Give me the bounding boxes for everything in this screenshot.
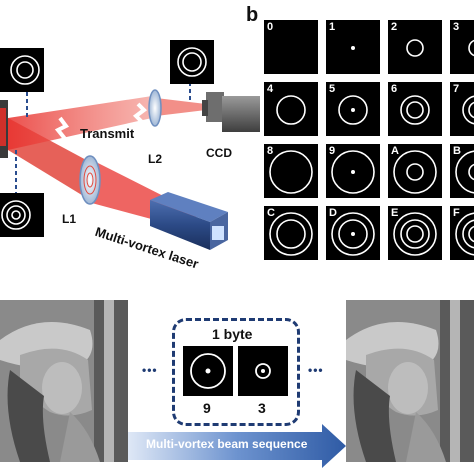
- vortex-ring: [393, 212, 437, 256]
- byte-mode-low: [238, 346, 288, 396]
- mode-tile-8: 8: [264, 144, 318, 198]
- vortex-ring: [276, 95, 306, 125]
- vortex-ring: [331, 212, 375, 256]
- vortex-ring: [338, 219, 368, 249]
- lens-l2: [148, 89, 162, 127]
- sequence-arrow: [128, 424, 346, 468]
- vortex-ring: [462, 95, 474, 125]
- vortex-center-dot: [351, 170, 355, 174]
- vortex-ring: [406, 163, 424, 181]
- vortex-ring: [406, 39, 424, 57]
- mode-code-label: C: [267, 207, 275, 219]
- ellipsis-right: •••: [308, 363, 324, 377]
- mode-tile-B: B: [450, 144, 474, 198]
- mode-code-label: 8: [267, 145, 274, 157]
- mode-tile-F: F: [450, 206, 474, 260]
- vortex-ring: [468, 101, 474, 119]
- byte-mode-high: [183, 346, 233, 396]
- received-image: [346, 300, 474, 462]
- vortex-ring: [468, 225, 474, 243]
- mode-code-label: 1: [329, 21, 336, 33]
- mode-code-label: 7: [453, 83, 460, 95]
- laser-beam-ccd: [156, 98, 206, 116]
- byte-title: 1 byte: [212, 326, 253, 342]
- ccd-label: CCD: [206, 146, 232, 160]
- mode-tile-A: A: [388, 144, 442, 198]
- vortex-ring: [406, 225, 424, 243]
- mode-tile-E: E: [388, 206, 442, 260]
- byte-box: [172, 318, 300, 426]
- lens-l1-label: L1: [62, 212, 77, 226]
- optical-setup-diagram: [0, 82, 260, 250]
- mode-code-label: B: [453, 145, 461, 157]
- vortex-ring: [331, 150, 375, 194]
- vortex-center-dot: [351, 108, 355, 112]
- vortex-ring: [455, 150, 474, 194]
- lens-l1: [79, 155, 101, 205]
- mode-code-label: A: [391, 145, 399, 157]
- mode-code-label: 5: [329, 83, 336, 95]
- vortex-ring: [338, 95, 368, 125]
- vortex-ring: [462, 219, 474, 249]
- mode-tile-D: D: [326, 206, 380, 260]
- vortex-ring: [455, 212, 474, 256]
- byte-digit-high: 9: [203, 400, 211, 416]
- inset-mode-ccd: [170, 40, 214, 84]
- byte-digit-low: 3: [258, 400, 266, 416]
- original-image: [0, 300, 128, 462]
- vortex-ring: [468, 163, 474, 181]
- multi-vortex-laser-body: [150, 192, 228, 250]
- mode-code-label: 3: [453, 21, 460, 33]
- vortex-ring: [406, 101, 424, 119]
- vortex-ring: [468, 39, 474, 57]
- mode-tile-1: 1: [326, 20, 380, 74]
- mode-tile-7: 7: [450, 82, 474, 136]
- mode-tile-6: 6: [388, 82, 442, 136]
- vortex-center-dot: [351, 232, 355, 236]
- laser-beam-transmit: [8, 96, 152, 150]
- vortex-ring: [400, 95, 430, 125]
- mode-code-label: 2: [391, 21, 398, 33]
- mode-tile-0: 0: [264, 20, 318, 74]
- vortex-ring: [276, 219, 306, 249]
- mode-code-label: 4: [267, 83, 274, 95]
- transmit-break-symbol: [54, 116, 70, 142]
- sequence-arrow-label: Multi-vortex beam sequence: [146, 437, 308, 451]
- mode-tile-9: 9: [326, 144, 380, 198]
- inset-mode-top-left: [0, 48, 44, 92]
- mode-code-label: D: [329, 207, 337, 219]
- mode-tile-C: C: [264, 206, 318, 260]
- panel-b-label: b: [246, 4, 259, 26]
- mode-code-label: 9: [329, 145, 336, 157]
- mode-tile-4: 4: [264, 82, 318, 136]
- vortex-ring: [269, 150, 313, 194]
- mode-code-label: F: [453, 207, 460, 219]
- lens-l2-label: L2: [148, 152, 163, 166]
- ccd-camera: [202, 92, 260, 132]
- transmit-label: Transmit: [80, 126, 135, 141]
- mode-code-label: 0: [267, 21, 274, 33]
- vortex-ring: [393, 150, 437, 194]
- inset-mode-bottom-left: [0, 193, 44, 237]
- mode-code-label: 6: [391, 83, 398, 95]
- vortex-ring: [400, 219, 430, 249]
- vortex-ring: [269, 212, 313, 256]
- mode-code-label: E: [391, 207, 399, 219]
- vortex-center-dot: [351, 46, 355, 50]
- mode-tile-5: 5: [326, 82, 380, 136]
- mode-tile-2: 2: [388, 20, 442, 74]
- ellipsis-left: •••: [142, 363, 158, 377]
- mode-tile-3: 3: [450, 20, 474, 74]
